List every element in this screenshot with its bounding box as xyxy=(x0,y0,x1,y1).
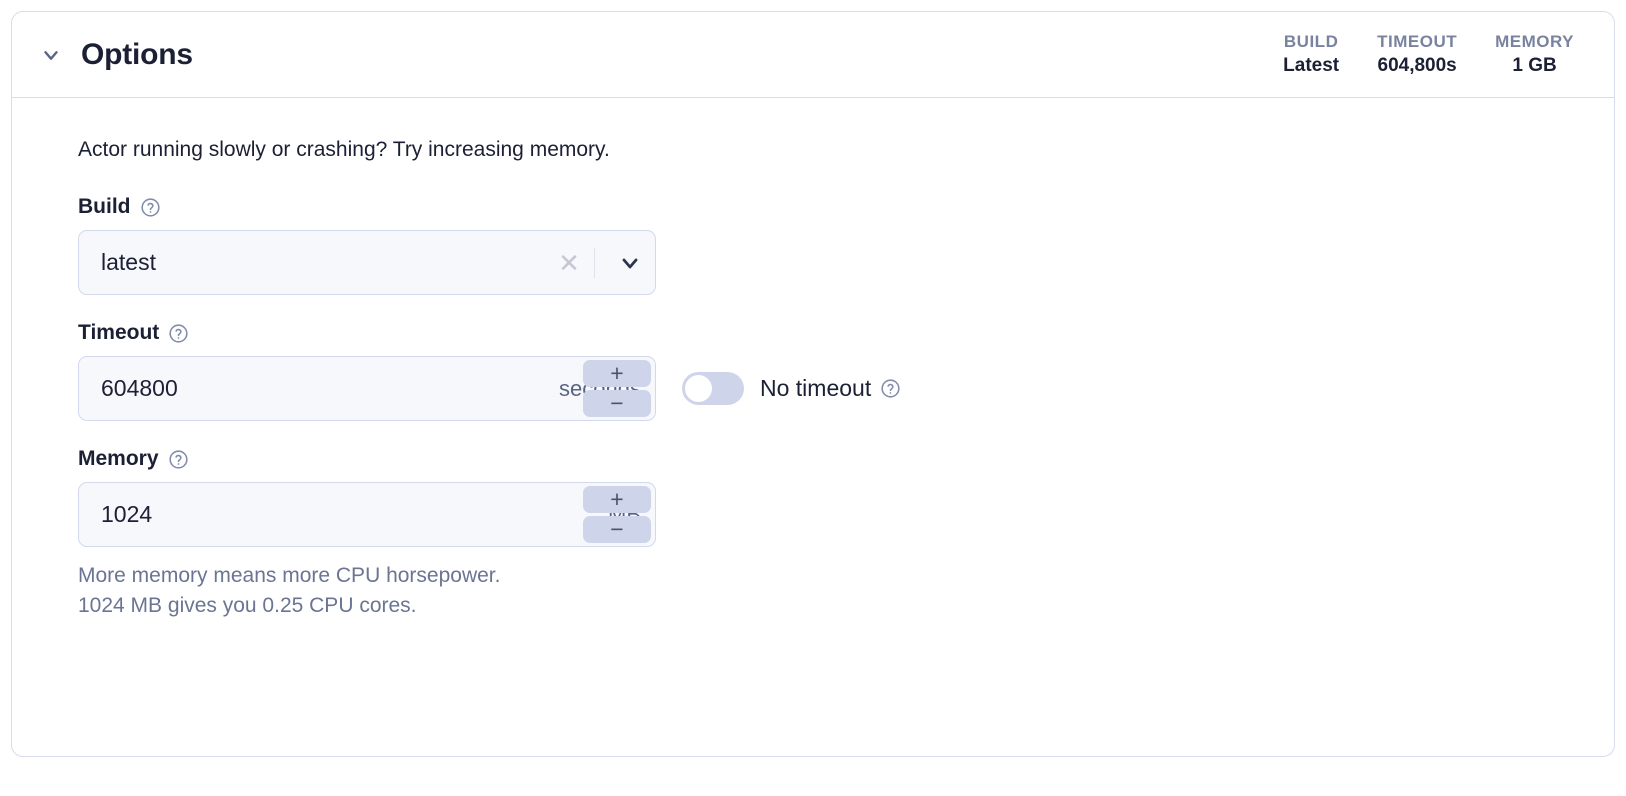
help-circle-icon[interactable] xyxy=(168,323,189,344)
build-select-value: latest xyxy=(101,249,156,276)
close-icon[interactable]: ✕ xyxy=(558,247,580,278)
options-card: Options BUILD Latest TIMEOUT 604,800s ME… xyxy=(11,11,1615,757)
no-timeout-label: No timeout xyxy=(760,377,901,400)
page-title: Options xyxy=(81,37,193,71)
stat-timeout: TIMEOUT 604,800s xyxy=(1377,32,1457,77)
header-left-group: Options xyxy=(38,37,193,71)
memory-decrement-button[interactable]: − xyxy=(583,516,651,544)
options-card-body: Actor running slowly or crashing? Try in… xyxy=(12,98,1614,621)
memory-field-label: Memory xyxy=(78,447,1588,471)
options-card-header: Options BUILD Latest TIMEOUT 604,800s ME… xyxy=(12,12,1614,98)
help-circle-icon[interactable] xyxy=(880,378,901,399)
no-timeout-label-text: No timeout xyxy=(760,375,872,402)
stat-build-label: BUILD xyxy=(1283,31,1339,51)
help-circle-icon[interactable] xyxy=(140,197,161,218)
memory-input-shell[interactable]: 1024 MB + − xyxy=(78,482,656,548)
stat-timeout-label: TIMEOUT xyxy=(1377,31,1458,51)
chevron-down-icon[interactable] xyxy=(38,42,64,68)
stat-memory-value: 1 GB xyxy=(1512,55,1557,77)
build-control-row: latest ✕ xyxy=(78,230,1588,296)
toggle-knob xyxy=(685,375,712,403)
memory-input[interactable]: 1024 xyxy=(101,501,153,528)
timeout-field-label: Timeout xyxy=(78,321,1588,345)
timeout-decrement-button[interactable]: − xyxy=(583,390,651,418)
timeout-control-row: 604800 seconds + − No timeout xyxy=(78,356,1588,422)
timeout-input[interactable]: 604800 xyxy=(101,375,178,402)
stat-build-value: Latest xyxy=(1283,55,1340,77)
help-circle-icon[interactable] xyxy=(168,449,189,470)
timeout-label-text: Timeout xyxy=(78,321,160,345)
intro-text: Actor running slowly or crashing? Try in… xyxy=(78,138,610,161)
chevron-down-icon[interactable] xyxy=(605,251,655,275)
header-stats: BUILD Latest TIMEOUT 604,800s MEMORY 1 G… xyxy=(1283,32,1592,77)
build-field-label: Build xyxy=(78,195,1588,219)
stat-memory-label: MEMORY xyxy=(1495,31,1574,51)
memory-label-text: Memory xyxy=(78,447,159,471)
memory-helper-text: More memory means more CPU horsepower. 1… xyxy=(78,561,1588,621)
stat-build: BUILD Latest xyxy=(1283,32,1339,77)
no-timeout-toggle[interactable] xyxy=(682,372,744,406)
build-select[interactable]: latest ✕ xyxy=(78,230,656,296)
build-label-text: Build xyxy=(78,195,131,219)
timeout-stepper: + − xyxy=(583,360,651,418)
memory-stepper: + − xyxy=(583,486,651,544)
memory-control-row: 1024 MB + − xyxy=(78,482,1588,548)
memory-helper-line-1: More memory means more CPU horsepower. xyxy=(78,564,501,588)
memory-helper-line-2: 1024 MB gives you 0.25 CPU cores. xyxy=(78,594,417,618)
memory-increment-button[interactable]: + xyxy=(583,486,651,514)
timeout-increment-button[interactable]: + xyxy=(583,360,651,388)
select-divider xyxy=(594,247,595,278)
no-timeout-group: No timeout xyxy=(682,372,901,406)
stat-memory: MEMORY 1 GB xyxy=(1495,32,1574,77)
stat-timeout-value: 604,800s xyxy=(1377,55,1457,77)
timeout-input-shell[interactable]: 604800 seconds + − xyxy=(78,356,656,422)
